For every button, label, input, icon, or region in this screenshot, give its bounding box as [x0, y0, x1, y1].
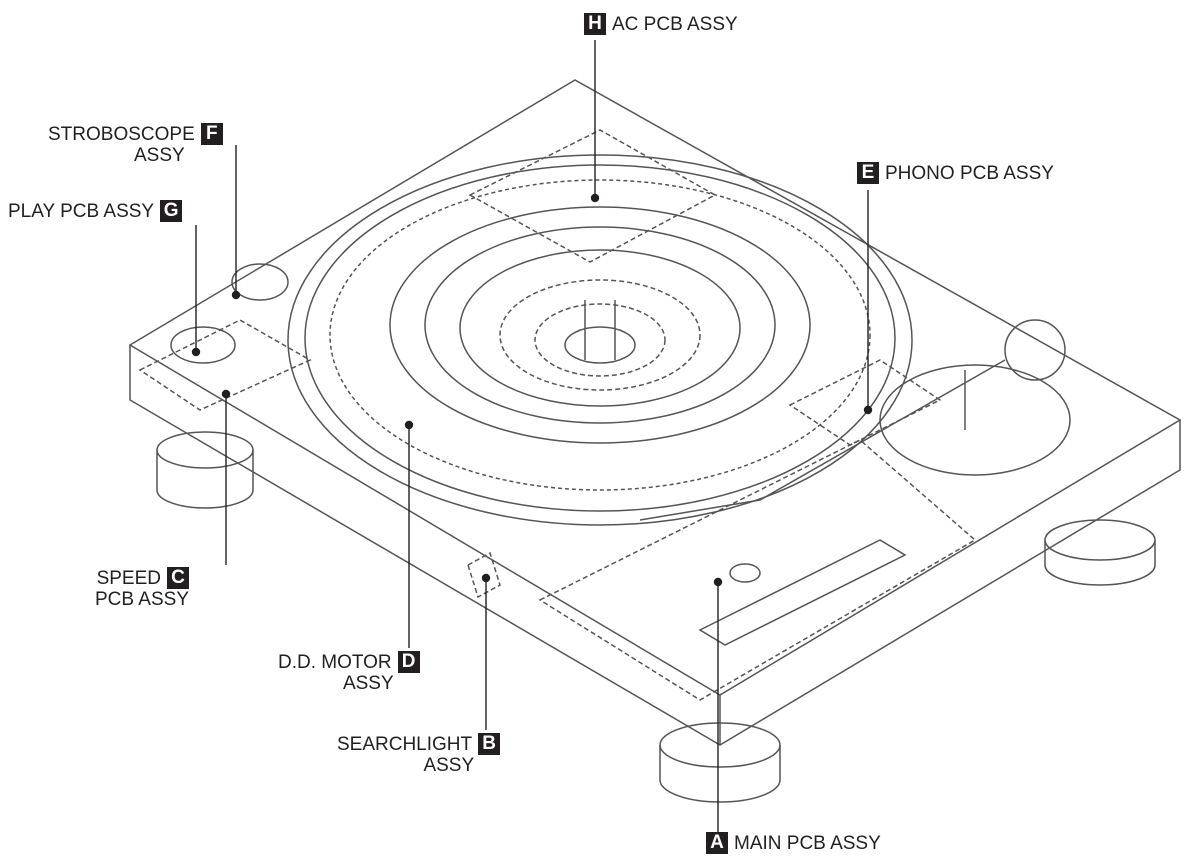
phono-pcb-outline	[788, 359, 942, 446]
callout-text-h: AC PCB ASSY	[612, 13, 738, 35]
callout-text-b-line1: SEARCHLIGHT	[337, 733, 473, 755]
callout-letter-f: F	[200, 123, 223, 145]
platter	[287, 154, 913, 526]
callout-text-f-line2: ASSY	[134, 145, 185, 166]
foot-right	[1044, 519, 1156, 586]
callout-text-d-line1: D.D. MOTOR	[278, 651, 392, 673]
callout-b: SEARCHLIGHT B ASSY	[337, 733, 501, 776]
callout-e: E PHONO PCB ASSY	[857, 162, 1054, 184]
callout-text-g: PLAY PCB ASSY	[8, 200, 155, 222]
callout-text-a: MAIN PCB ASSY	[734, 832, 881, 854]
callout-letter-b: B	[478, 733, 501, 755]
callout-letter-e: E	[857, 162, 879, 184]
searchlight-outline	[467, 551, 501, 599]
foot-front-left	[156, 431, 254, 509]
callout-letter-a: A	[706, 832, 728, 854]
callout-letter-d: D	[397, 651, 420, 673]
pitch-slider	[698, 539, 907, 646]
callout-h: H AC PCB ASSY	[584, 13, 738, 35]
callout-letter-c: C	[167, 567, 189, 589]
speed-pcb-outline	[138, 319, 312, 411]
callout-text-c-line1: SPEED	[96, 567, 161, 589]
callout-letter-h: H	[584, 13, 606, 35]
callout-text-c-line2: PCB ASSY	[95, 589, 189, 610]
callout-text-e: PHONO PCB ASSY	[885, 162, 1054, 184]
callout-text-b-line2: ASSY	[423, 755, 475, 776]
callout-text-f-line1: STROBOSCOPE	[48, 123, 195, 145]
callout-c: SPEED C PCB ASSY	[95, 567, 189, 610]
main-pcb-outline	[538, 439, 977, 701]
callout-a: A MAIN PCB ASSY	[706, 832, 881, 854]
foot-front-center	[659, 722, 781, 803]
callout-d: D.D. MOTOR D ASSY	[278, 651, 420, 694]
tonearm	[639, 319, 1071, 521]
callout-text-d-line2: ASSY	[342, 673, 394, 694]
callout-letter-g: G	[160, 200, 183, 222]
callout-g: PLAY PCB ASSY G	[8, 200, 183, 222]
callout-f: STROBOSCOPE F ASSY	[48, 123, 223, 166]
ac-pcb-outline	[468, 129, 717, 263]
